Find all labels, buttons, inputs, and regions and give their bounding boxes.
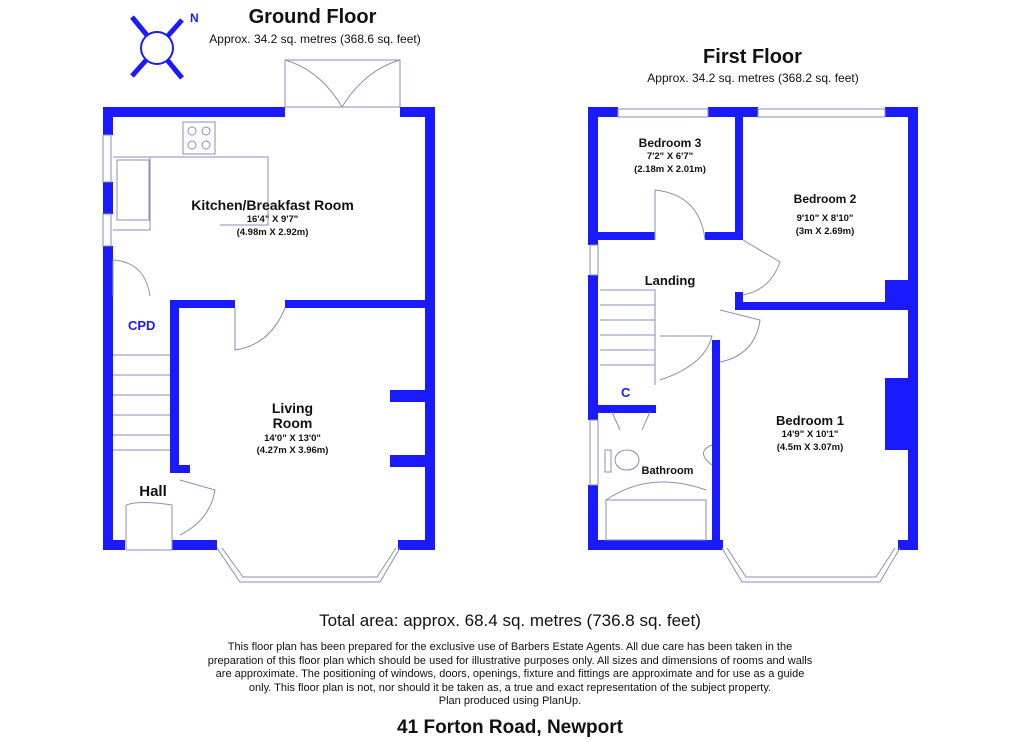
ground-floor-title: Ground Floor <box>248 6 377 28</box>
room-cupboard: C <box>621 385 631 400</box>
disclaimer: This floor plan has been prepared for th… <box>150 641 870 709</box>
first-floor-walls <box>588 107 918 550</box>
first-floor-area: Approx. 34.2 sq. metres (368.2 sq. feet) <box>647 71 859 85</box>
room-dims-imperial: 14'0" X 13'0" <box>264 432 321 444</box>
ground-floor-walls <box>103 107 435 550</box>
compass-north-icon: N <box>130 11 199 80</box>
disclaimer-line: This floor plan has been prepared for th… <box>227 641 793 653</box>
room-name: Bathroom <box>641 465 694 477</box>
room-dims-metric: (4.5m X 3.07m) <box>776 441 844 453</box>
room-dims-metric: (3m X 2.69m) <box>795 225 855 237</box>
room-dims-imperial: 7'2" X 6'7" <box>646 151 694 163</box>
room-name: Bedroom 1 <box>776 413 844 428</box>
room-dims-imperial: 16'4" X 9'7" <box>246 214 299 226</box>
room-name: Bedroom 2 <box>793 192 857 206</box>
disclaimer-line: only. This floor plan is not, nor should… <box>248 681 772 694</box>
first-floor-fixtures <box>589 108 901 583</box>
property-address: 41 Forton Road, Newport <box>397 717 623 738</box>
ground-floor-fixtures <box>102 59 401 583</box>
room-hall: Hall <box>128 483 178 501</box>
disclaimer-line: preparation of this floor plan which sho… <box>207 654 813 667</box>
room-dims-metric: (4.98m X 2.92m) <box>236 226 309 238</box>
room-bedroom-2: Bedroom 2 9'10" X 8'10" (3m X 2.69m) <box>770 192 880 237</box>
room-bathroom: Bathroom <box>630 465 705 477</box>
disclaimer-line: Plan produced using PlanUp. <box>438 695 582 707</box>
room-dims-metric: (2.18m X 2.01m) <box>634 163 706 175</box>
room-dims-metric: (4.27m X 3.96m) <box>256 445 329 457</box>
room-cpd: CPD <box>128 318 156 333</box>
room-name: Kitchen/Breakfast Room <box>191 197 354 213</box>
room-living: Living Room 14'0" X 13'0" (4.27m X 3.96m… <box>240 400 345 457</box>
room-name: Hall <box>139 483 167 500</box>
disclaimer-line: are approximate. The positioning of wind… <box>215 668 805 680</box>
room-bedroom-3: Bedroom 3 7'2" X 6'7" (2.18m X 2.01m) <box>615 136 725 175</box>
room-dims-imperial: 9'10" X 8'10" <box>796 213 854 225</box>
room-landing: Landing <box>640 273 700 288</box>
compass-n-label: N <box>190 11 199 25</box>
room-name: Landing <box>644 273 696 288</box>
ground-floor-area: Approx. 34.2 sq. metres (368.6 sq. feet) <box>209 32 421 46</box>
first-floor-title: First Floor <box>703 46 802 68</box>
total-area: Total area: approx. 68.4 sq. metres (736… <box>319 611 701 630</box>
room-name: Bedroom 3 <box>638 136 702 150</box>
room-name: Living Room <box>271 400 314 432</box>
room-kitchen: Kitchen/Breakfast Room 16'4" X 9'7" (4.9… <box>190 197 355 238</box>
room-bedroom-1: Bedroom 1 14'9" X 10'1" (4.5m X 3.07m) <box>755 413 865 453</box>
room-dims-imperial: 14'9" X 10'1" <box>781 429 839 441</box>
